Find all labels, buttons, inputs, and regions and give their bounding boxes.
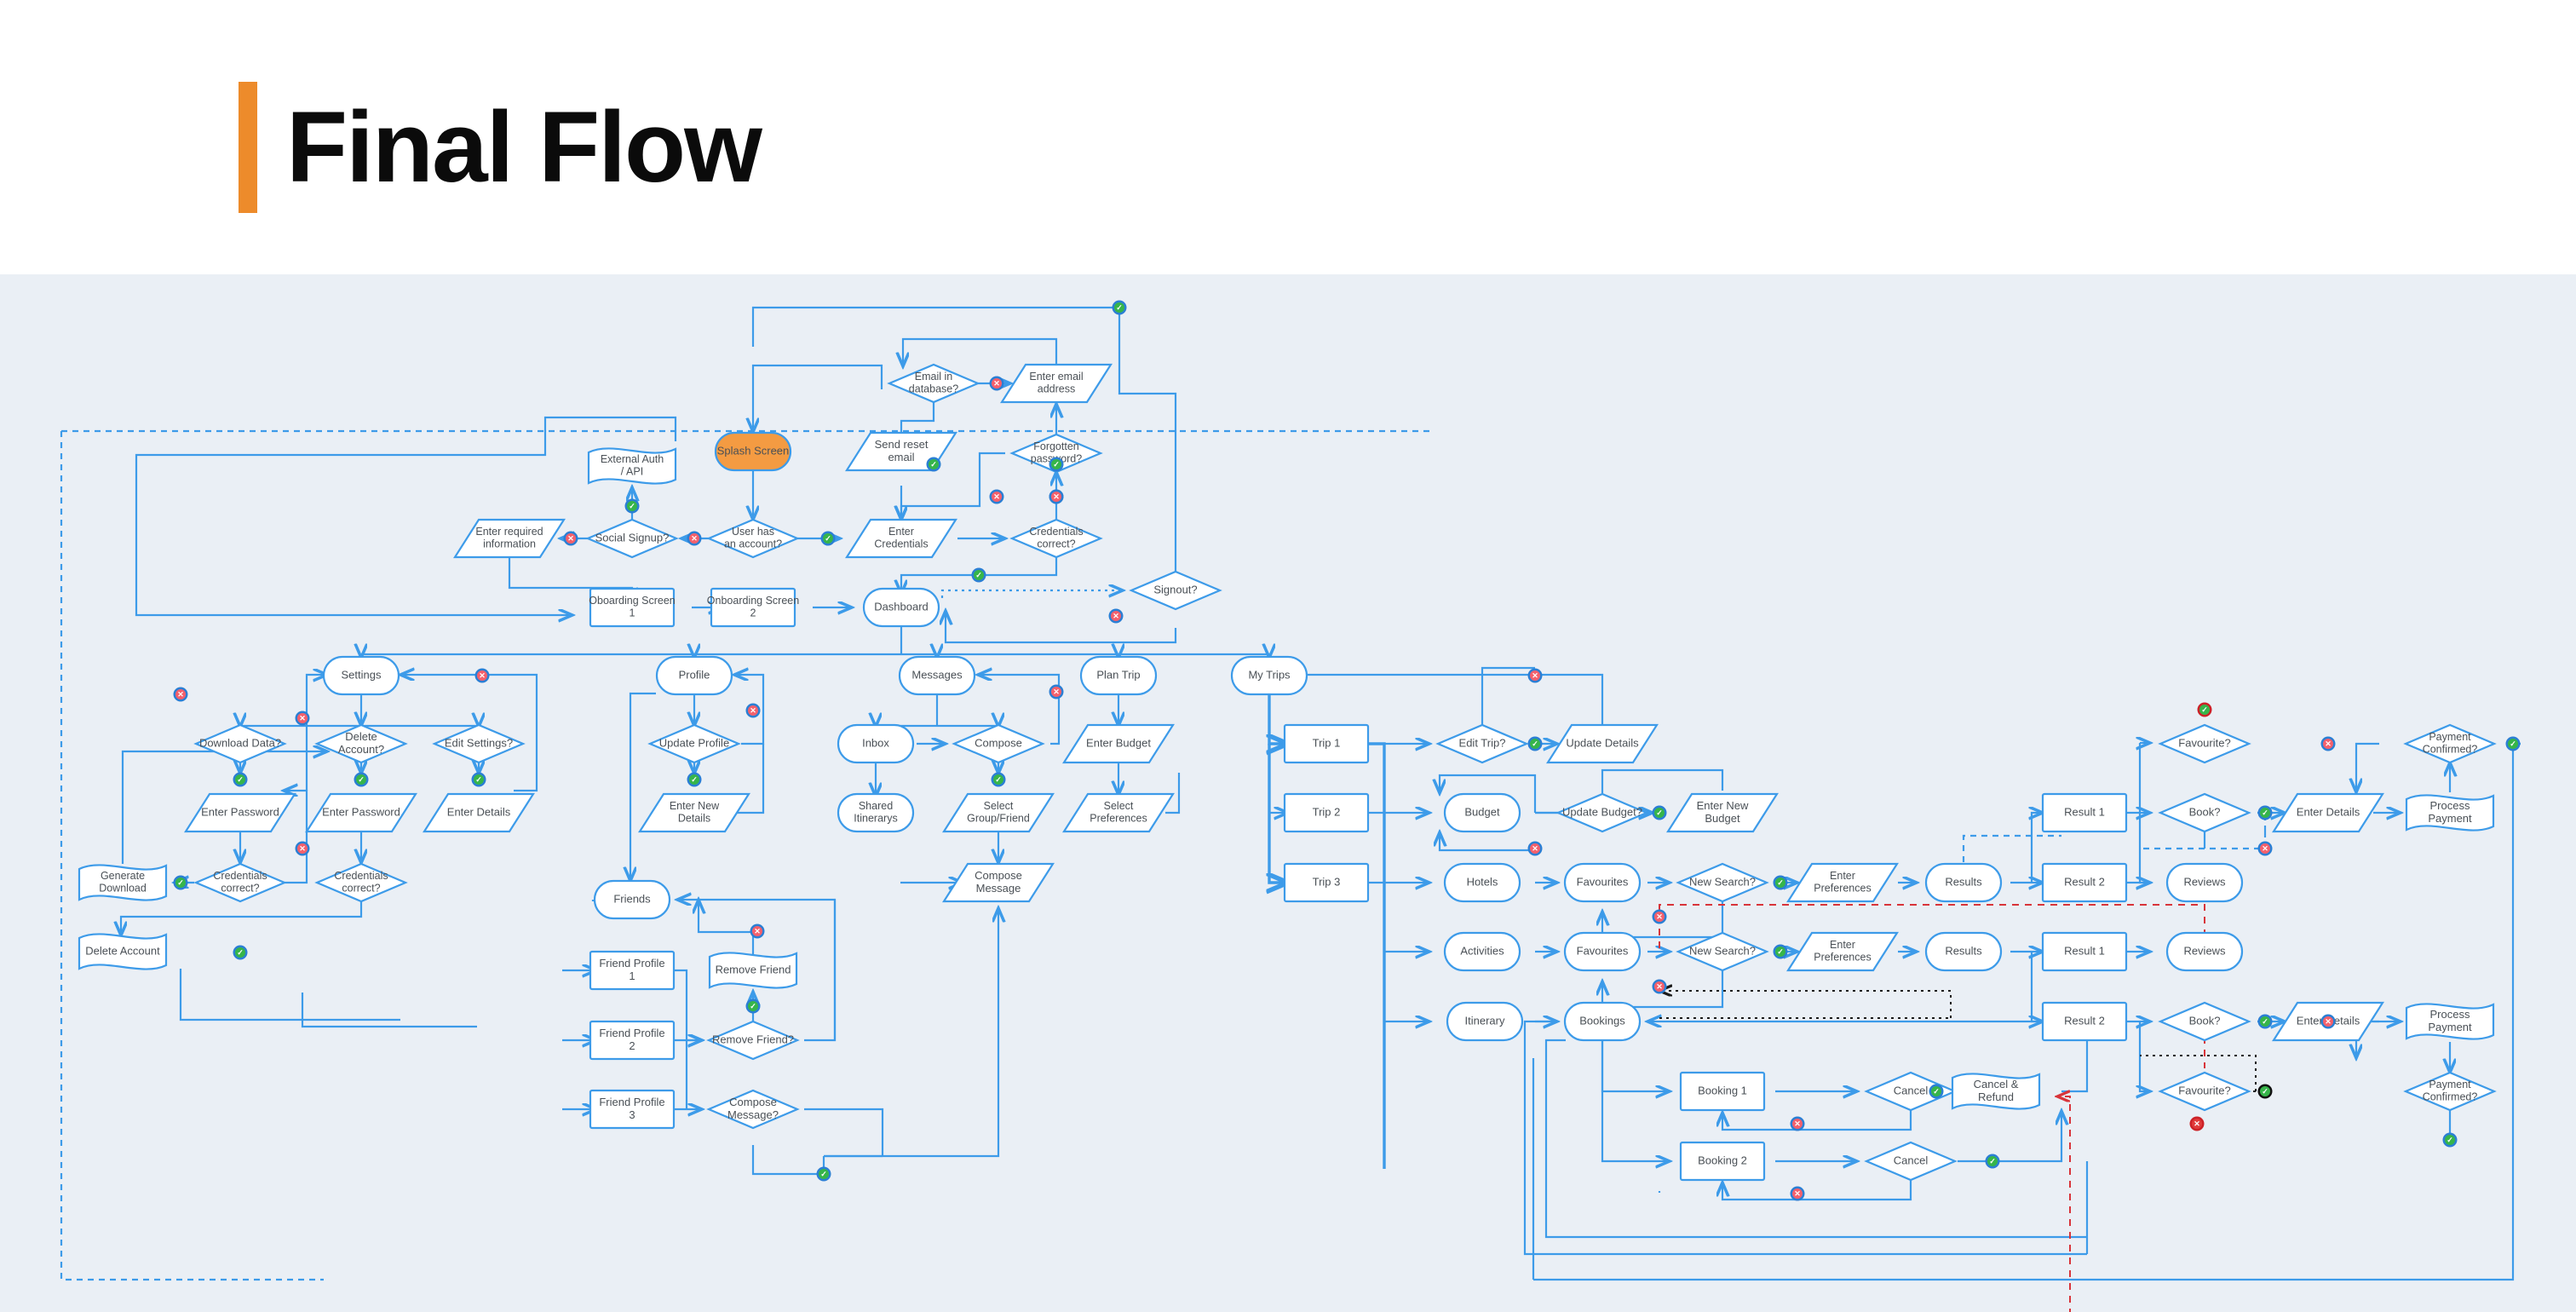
edges-profile: [562, 675, 998, 1176]
title-block: Final Flow: [239, 82, 762, 213]
edges-settings: [121, 675, 538, 1028]
edges-dashboard-fanout: [361, 623, 1269, 658]
edges-results-activities: [2010, 952, 2450, 1135]
page-header: Final Flow: [0, 0, 2576, 274]
edges-mytrips: [1269, 666, 1917, 1193]
edges-messages: [833, 675, 1061, 1041]
edges-plantrip: [1118, 693, 1181, 814]
accent-bar: [239, 82, 257, 213]
edges-results-hotels: [1532, 743, 2521, 1281]
edges-bookings: [1523, 1021, 2089, 1256]
page-title: Final Flow: [286, 91, 762, 204]
flow-svg: [60, 306, 2521, 1312]
edges-red-highlight: [1659, 904, 2205, 1312]
edges-auth: [135, 306, 1177, 644]
edges-black-dotted: [1659, 991, 2257, 1092]
boundary-dashed-region: [60, 429, 1431, 1281]
